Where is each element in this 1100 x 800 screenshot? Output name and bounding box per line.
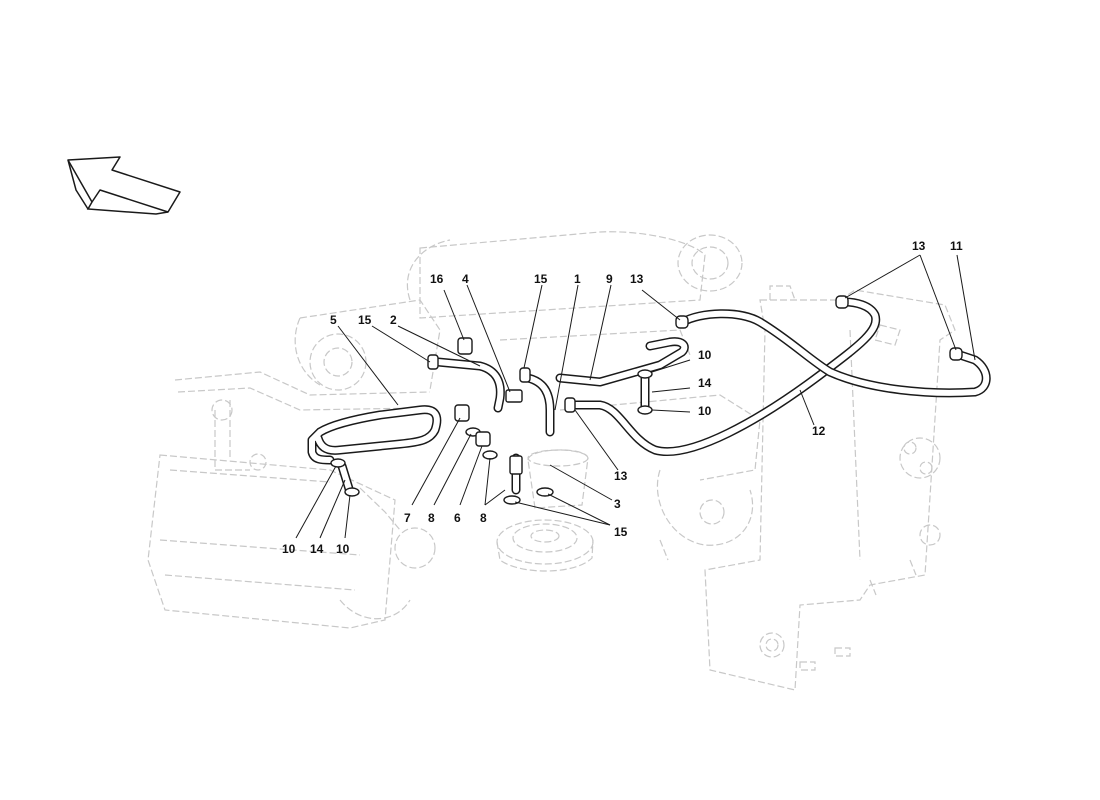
clamps-and-fittings (330, 295, 963, 505)
fitting-7 (454, 404, 470, 422)
fitting-6 (475, 431, 491, 447)
washer-8b (482, 450, 498, 460)
callout-14: 14 (698, 376, 712, 390)
leader-lines (295, 254, 976, 539)
clamp-10-lower (637, 405, 653, 415)
clamp-11 (949, 347, 963, 361)
clamp-13-mid (564, 397, 576, 413)
callout-labels: 16 4 15 1 9 13 13 11 5 15 2 10 14 10 12 … (282, 239, 963, 556)
callout-15: 15 (358, 313, 372, 327)
clamp-10-upper (637, 369, 653, 379)
fitting-16 (457, 337, 473, 355)
callout-16: 16 (430, 272, 444, 286)
clamp-10-left-lower (344, 487, 360, 497)
callout-11: 11 (950, 239, 963, 253)
callout-15: 15 (534, 272, 548, 286)
callout-4: 4 (462, 272, 469, 286)
callout-6: 6 (454, 511, 461, 525)
callout-1: 1 (574, 272, 581, 286)
clamp-13-tank (835, 295, 849, 309)
hose-13-upper (678, 309, 991, 398)
callout-10: 10 (282, 542, 296, 556)
callout-12: 12 (812, 424, 826, 438)
hose-assembly (307, 297, 991, 497)
callout-10: 10 (336, 542, 350, 556)
oil-tank-outline (704, 285, 956, 691)
callout-10: 10 (698, 404, 712, 418)
tee-4 (505, 389, 523, 403)
engine-outline-center (406, 231, 761, 561)
callout-14: 14 (310, 542, 324, 556)
callout-10: 10 (698, 348, 712, 362)
callout-13: 13 (630, 272, 644, 286)
callout-3: 3 (614, 497, 621, 511)
callout-15: 15 (614, 525, 628, 539)
arrow-up-left-icon (67, 156, 181, 215)
callout-5: 5 (330, 313, 337, 327)
oil-filter-outline (496, 449, 594, 572)
clamp-15-left (427, 354, 439, 370)
callout-2: 2 (390, 313, 397, 327)
callout-7: 7 (404, 511, 411, 525)
callout-13: 13 (614, 469, 628, 483)
callout-8: 8 (480, 511, 487, 525)
clamp-10-left-upper (330, 458, 346, 468)
callout-13: 13 (912, 239, 926, 253)
clamp-15-top (519, 367, 531, 383)
callout-8: 8 (428, 511, 435, 525)
engine-outline-left (147, 299, 441, 629)
fitting-3 (509, 455, 523, 475)
callout-9: 9 (606, 272, 613, 286)
